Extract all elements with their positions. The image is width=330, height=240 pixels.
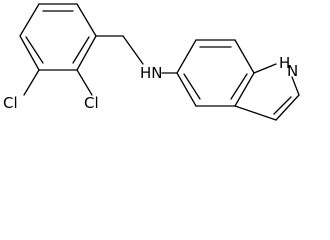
double-bond-inner bbox=[230, 73, 248, 100]
bond bbox=[234, 72, 255, 107]
bond bbox=[176, 72, 197, 107]
bond bbox=[234, 105, 277, 121]
chemical-structure: HN H N Cl Cl bbox=[3, 3, 300, 121]
bond bbox=[76, 35, 97, 71]
bond bbox=[122, 35, 144, 65]
bond bbox=[253, 63, 277, 74]
double-bond-inner bbox=[72, 36, 90, 64]
double-bond-inner bbox=[183, 73, 201, 100]
bond bbox=[76, 69, 93, 96]
double-bond-inner bbox=[273, 96, 292, 115]
amine-nh-label: HN bbox=[140, 64, 163, 82]
bond bbox=[23, 69, 40, 96]
bond bbox=[19, 3, 40, 37]
indole-pyrrole-ring bbox=[234, 63, 300, 121]
double-bond-inner bbox=[25, 36, 44, 64]
chlorine-label-right: Cl bbox=[84, 94, 99, 112]
dichlorophenyl-ring bbox=[19, 3, 97, 71]
bond bbox=[291, 76, 300, 96]
bond bbox=[275, 94, 300, 121]
indole-benzene-ring bbox=[176, 39, 255, 107]
bond bbox=[234, 39, 255, 74]
bond bbox=[176, 39, 197, 74]
chlorine-label-left: Cl bbox=[3, 94, 18, 112]
bond bbox=[76, 3, 97, 37]
indole-n-label: N bbox=[287, 62, 298, 80]
bond bbox=[19, 35, 40, 71]
indole-h-label: H bbox=[279, 54, 290, 72]
